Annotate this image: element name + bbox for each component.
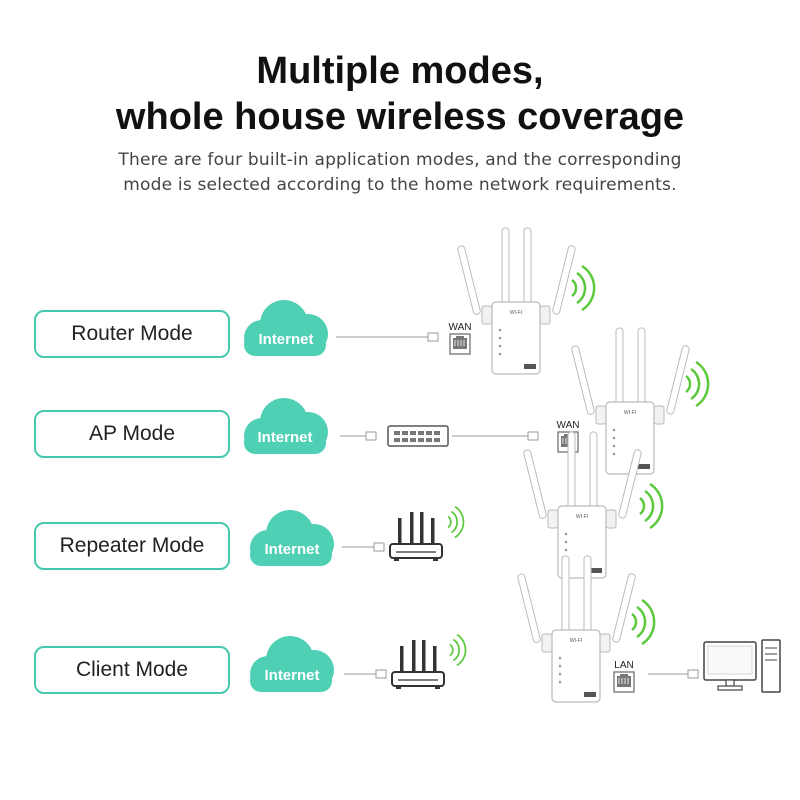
network-switch-icon: [387, 425, 449, 447]
wifi-signal-icon: [449, 633, 467, 667]
ethernet-port-icon: [613, 671, 635, 693]
wifi-signal-icon: [684, 360, 710, 408]
cloud-label: Internet: [264, 667, 319, 684]
cloud-icon: Internet: [244, 300, 328, 356]
wifi-extender-icon: [570, 327, 691, 475]
cloud-label: Internet: [258, 331, 313, 348]
cloud-icon: Internet: [250, 510, 334, 566]
cloud-label: Internet: [264, 541, 319, 558]
cloud-icon: Internet: [250, 636, 334, 692]
ethernet-port-icon: [449, 333, 471, 355]
wan-port-label: WAN: [449, 322, 472, 333]
lan-port-label: LAN: [614, 660, 633, 671]
subtitle-line2: mode is selected according to the home n…: [123, 175, 677, 195]
wifi-extender-icon: [456, 227, 577, 375]
repeater-mode-label: Repeater Mode: [34, 522, 230, 570]
subtitle-line1: There are four built-in application mode…: [118, 150, 682, 170]
wifi-signal-icon: [638, 482, 664, 530]
cloud-label: Internet: [257, 429, 312, 446]
wifi-signal-icon: [630, 598, 656, 646]
router-mode-label: Router Mode: [34, 310, 230, 358]
router-icon: [389, 511, 443, 562]
page-title-line1: Multiple modes,: [256, 50, 544, 92]
cloud-icon: Internet: [244, 398, 328, 454]
page-title-line2: whole house wireless coverage: [115, 96, 685, 138]
ap-mode-label: AP Mode: [34, 410, 230, 458]
wifi-signal-icon: [570, 264, 596, 312]
router-icon: [391, 639, 445, 690]
client-mode-label: Client Mode: [34, 646, 230, 694]
wan-port-label: WAN: [557, 420, 580, 431]
wifi-signal-icon: [447, 505, 465, 539]
desktop-computer-icon: [703, 639, 781, 693]
